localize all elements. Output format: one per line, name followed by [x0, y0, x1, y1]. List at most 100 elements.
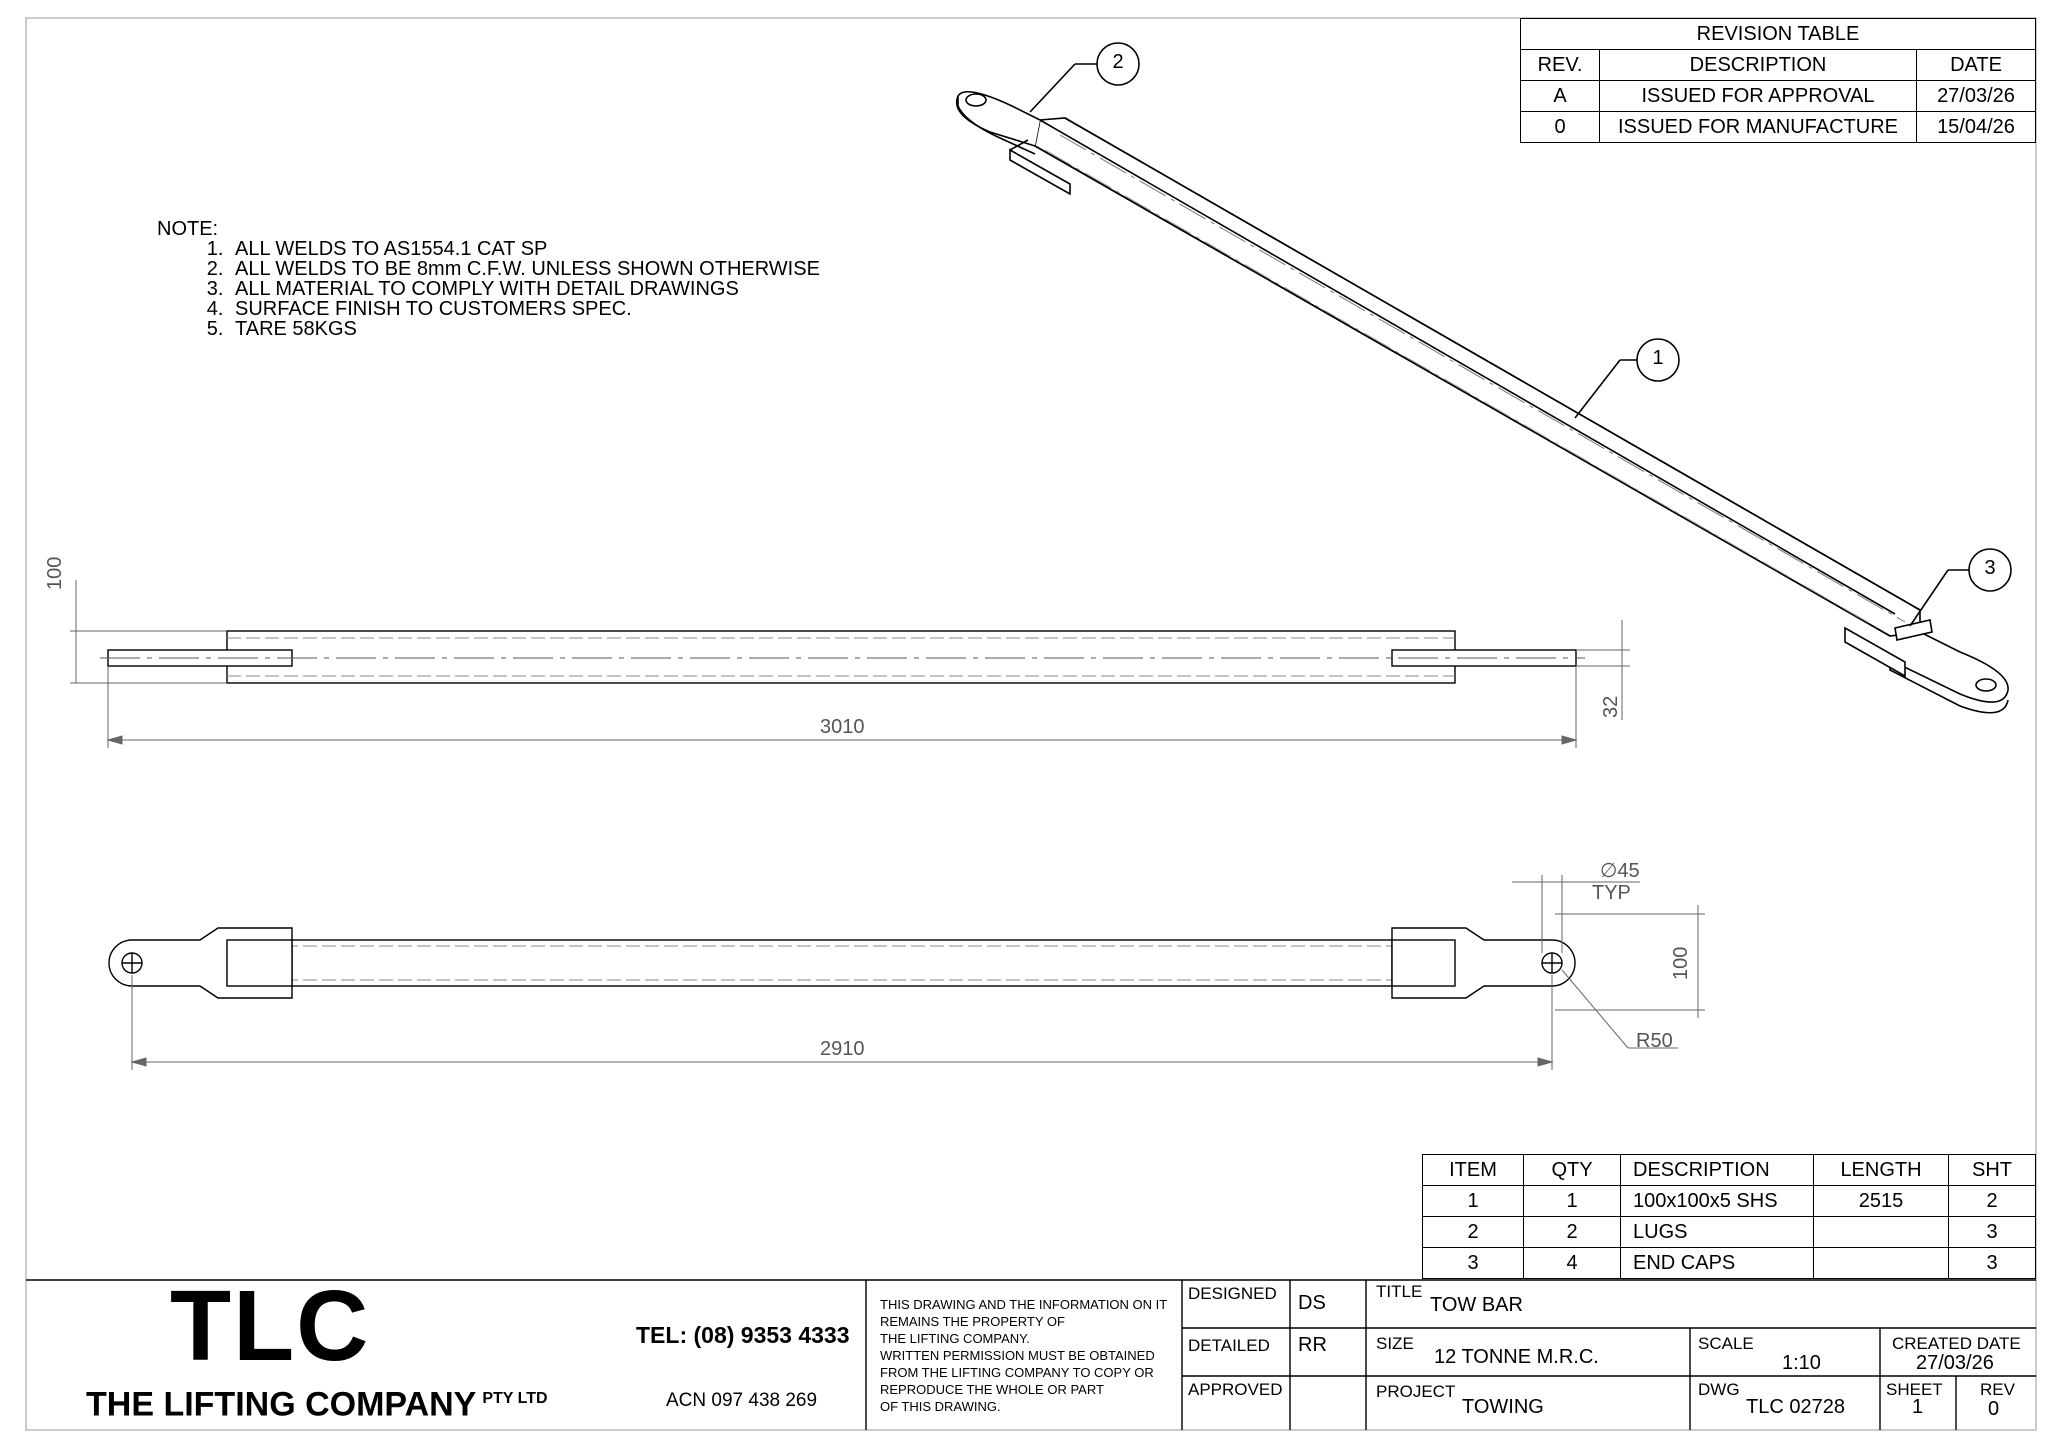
bom-cell: 2515 — [1813, 1185, 1949, 1217]
note-item: ALL MATERIAL TO COMPLY WITH DETAIL DRAWI… — [229, 279, 820, 299]
designed-value: DS — [1298, 1292, 1326, 1314]
rev-cell: 0 — [1520, 111, 1600, 143]
designed-label: DESIGNED — [1188, 1284, 1277, 1303]
table-row: 1 1 100x100x5 SHS 2515 2 — [1422, 1185, 2036, 1217]
dim-radius: R50 — [1636, 1030, 1673, 1052]
note-item: ALL WELDS TO BE 8mm C.F.W. UNLESS SHOWN … — [229, 259, 820, 279]
iso-tube — [1034, 117, 1921, 637]
note-item: ALL WELDS TO AS1554.1 CAT SP — [229, 239, 820, 259]
rev-cell: A — [1520, 80, 1600, 112]
disclaimer: THIS DRAWING AND THE INFORMATION ON IT R… — [880, 1296, 1180, 1415]
title-block-frame — [26, 1279, 2036, 1430]
bom-header-description: DESCRIPTION — [1620, 1154, 1814, 1186]
top-dimensions — [130, 875, 1705, 1070]
detailed-label: DETAILED — [1188, 1336, 1270, 1355]
company-name: THE LIFTING COMPANY PTY LTD — [86, 1380, 548, 1423]
size-value: 12 TONNE M.R.C. — [1434, 1346, 1599, 1368]
top-view — [108, 927, 1576, 999]
bom-cell — [1813, 1216, 1949, 1248]
sheet-border — [25, 17, 2037, 1431]
iso-lug-bottom — [1889, 631, 2009, 703]
table-row: 0 ISSUED FOR MANUFACTURE 15/04/26 — [1520, 111, 2036, 143]
dim-top-height: 100 — [1670, 946, 1692, 980]
balloon-3-label: 3 — [1984, 557, 1996, 579]
dim-hole-dia: ∅45 — [1600, 860, 1640, 882]
bom-cell: 4 — [1523, 1247, 1621, 1279]
rev-cell: ISSUED FOR MANUFACTURE — [1599, 111, 1917, 143]
balloon-2-label: 2 — [1112, 51, 1124, 73]
disclaimer-line: OF THIS DRAWING. — [880, 1399, 1001, 1414]
side-tube — [226, 630, 1456, 684]
disclaimer-line: THIS DRAWING AND THE INFORMATION ON IT — [880, 1297, 1168, 1312]
rev-cell: 15/04/26 — [1916, 111, 2036, 143]
balloon-1-label: 1 — [1652, 347, 1664, 369]
dim-side-length: 3010 — [820, 716, 865, 738]
rev-header-date: DATE — [1916, 49, 2036, 81]
bom-header-sht: SHT — [1948, 1154, 2036, 1186]
company-suffix: PTY LTD — [482, 1390, 548, 1407]
project-value: TOWING — [1462, 1396, 1544, 1418]
dim-side-height: 100 — [44, 556, 66, 590]
sheet-label: SHEET — [1886, 1380, 1943, 1399]
balloons — [1029, 42, 2012, 627]
rev-value: 0 — [1988, 1398, 2000, 1420]
iso-centerline — [1059, 134, 1906, 623]
disclaimer-line: REPRODUCE THE WHOLE OR PART — [880, 1382, 1104, 1397]
bom-cell: 3 — [1422, 1247, 1524, 1279]
revision-table-title: REVISION TABLE — [1520, 18, 2036, 50]
bom-cell — [1813, 1247, 1949, 1279]
bom-cell: 3 — [1948, 1247, 2036, 1279]
side-view — [100, 630, 1585, 684]
title-value: TOW BAR — [1430, 1294, 1523, 1316]
notes-heading: NOTE: — [157, 218, 219, 240]
bom-cell: 3 — [1948, 1216, 2036, 1248]
bom-header-item: ITEM — [1422, 1154, 1524, 1186]
approved-label: APPROVED — [1188, 1380, 1283, 1399]
rev-cell: ISSUED FOR APPROVAL — [1599, 80, 1917, 112]
scale-label: SCALE — [1698, 1334, 1754, 1353]
bom-header-qty: QTY — [1523, 1154, 1621, 1186]
company-logo: TLC — [170, 1270, 371, 1382]
title-label: TITLE — [1376, 1282, 1423, 1301]
table-row: A ISSUED FOR APPROVAL 27/03/26 — [1520, 80, 2036, 112]
rev-label: REV — [1980, 1380, 2015, 1399]
company-phone: TEL: (08) 9353 4333 — [636, 1322, 850, 1348]
project-label: PROJECT — [1376, 1382, 1456, 1401]
disclaimer-line: FROM THE LIFTING COMPANY TO COPY OR — [880, 1365, 1154, 1380]
notes-block: NOTE: ALL WELDS TO AS1554.1 CAT SP ALL W… — [157, 219, 820, 339]
revision-table: REVISION TABLE REV. DESCRIPTION DATE A I… — [1520, 18, 2036, 143]
dim-top-length: 2910 — [820, 1038, 865, 1060]
dwg-label: DWG — [1698, 1380, 1740, 1399]
note-item: TARE 58KGS — [229, 319, 820, 339]
bom-cell: END CAPS — [1620, 1247, 1814, 1279]
disclaimer-line: WRITTEN PERMISSION MUST BE OBTAINED — [880, 1348, 1155, 1363]
table-row: 3 4 END CAPS 3 — [1422, 1247, 2036, 1279]
sheet-value: 1 — [1912, 1396, 1924, 1418]
created-date-label: CREATED DATE — [1892, 1334, 2021, 1353]
table-row: 2 2 LUGS 3 — [1422, 1216, 2036, 1248]
side-dimensions — [70, 580, 1630, 748]
rev-cell: 27/03/26 — [1916, 80, 2036, 112]
bom-cell: 100x100x5 SHS — [1620, 1185, 1814, 1217]
dwg-value: TLC 02728 — [1746, 1396, 1845, 1418]
scale-value: 1:10 — [1782, 1352, 1821, 1374]
dim-hole-typ: TYP — [1592, 882, 1631, 904]
bom-cell: LUGS — [1620, 1216, 1814, 1248]
bom-header-length: LENGTH — [1813, 1154, 1949, 1186]
created-date-value: 27/03/26 — [1916, 1352, 1994, 1374]
isometric-view — [955, 90, 2009, 714]
dim-lug-thickness: 32 — [1600, 695, 1622, 718]
disclaimer-line: THE LIFTING COMPANY. — [880, 1331, 1030, 1346]
bom-table: ITEM QTY DESCRIPTION LENGTH SHT 1 1 100x… — [1422, 1154, 2036, 1279]
bom-cell: 1 — [1422, 1185, 1524, 1217]
company-name-text: THE LIFTING COMPANY — [86, 1385, 477, 1424]
note-item: SURFACE FINISH TO CUSTOMERS SPEC. — [229, 299, 820, 319]
disclaimer-line: REMAINS THE PROPERTY OF — [880, 1314, 1065, 1329]
rev-header-description: DESCRIPTION — [1599, 49, 1917, 81]
company-acn: ACN 097 438 269 — [666, 1390, 818, 1411]
detailed-value: RR — [1298, 1334, 1327, 1356]
size-label: SIZE — [1376, 1334, 1414, 1353]
bom-cell: 1 — [1523, 1185, 1621, 1217]
bom-cell: 2 — [1523, 1216, 1621, 1248]
